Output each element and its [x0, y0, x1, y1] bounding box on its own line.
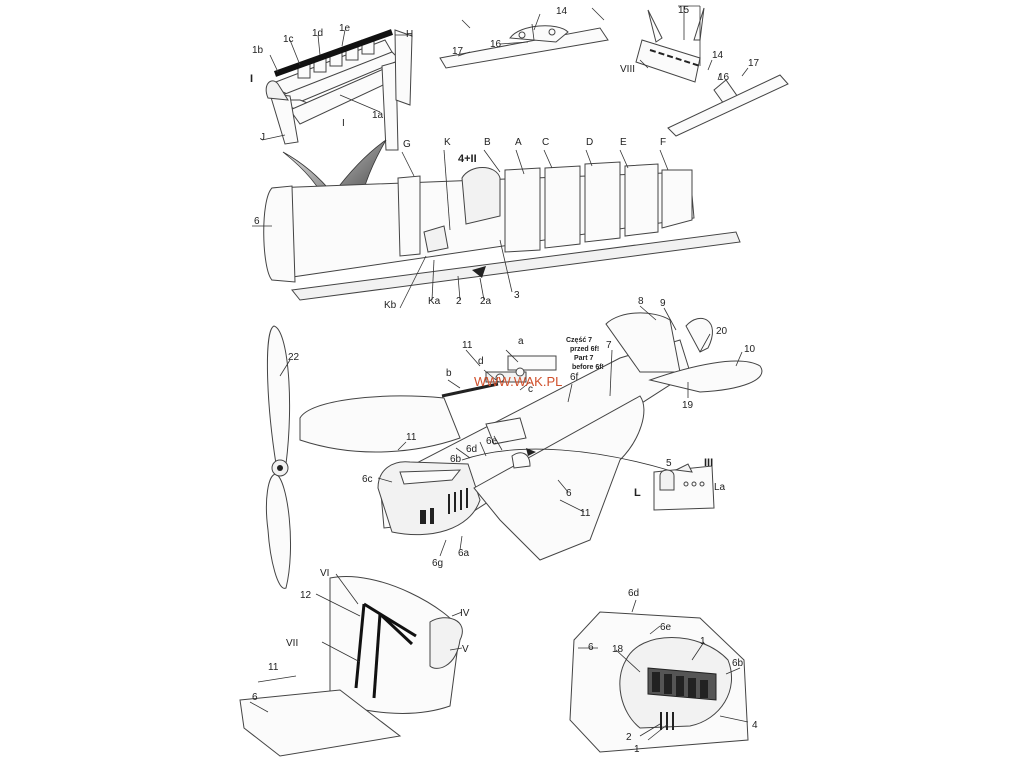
fuselage-interior: G K B A C D E F 4+II 6 Kb Ka 2 2a 3: [252, 137, 741, 311]
label-VI: VI: [320, 568, 329, 579]
label-d: d: [478, 356, 484, 367]
label-III: III: [704, 457, 713, 469]
label-2a: 2a: [480, 296, 492, 307]
label-2: 2: [456, 296, 462, 307]
panel-detail-inset: 5 III L La: [634, 457, 726, 511]
label-6-fuselage: 6: [254, 216, 260, 227]
machine-gun-parts: [441, 355, 557, 398]
label-6c: 6c: [362, 474, 373, 485]
label-3: 3: [514, 290, 520, 301]
label-F: F: [660, 137, 666, 148]
label-11-wing: 11: [406, 432, 417, 443]
label-6a: 6a: [458, 548, 470, 559]
tail-skid-part: 14 16 17: [439, 6, 609, 69]
label-20: 20: [716, 326, 728, 337]
label-10: 10: [744, 344, 756, 355]
label-16-b: 16: [718, 72, 730, 83]
label-6e-detail: 6e: [660, 622, 672, 633]
gauge-row: [273, 29, 394, 79]
detail-leader: [461, 448, 669, 471]
label-A: A: [515, 137, 522, 148]
label-4: 4: [752, 720, 758, 731]
note-line-1: Część 7: [566, 337, 592, 344]
label-6-strut: 6: [252, 692, 258, 703]
label-17: 17: [452, 46, 464, 57]
label-6-body: 6: [566, 488, 572, 499]
label-1c: 1c: [283, 34, 294, 45]
tailplane-attach: 15 14 16 17 VIII: [620, 5, 789, 137]
label-14: 14: [556, 6, 568, 17]
label-c: c: [528, 384, 533, 395]
label-V: V: [462, 644, 469, 655]
label-14-b: 14: [712, 50, 724, 61]
label-19: 19: [682, 400, 694, 411]
note-line-3: Part 7: [574, 355, 594, 362]
label-6-detail: 6: [588, 642, 594, 653]
label-b: b: [446, 368, 452, 379]
label-1e: 1e: [339, 23, 351, 34]
label-IV: IV: [460, 608, 470, 619]
label-4-II: 4+II: [458, 153, 477, 165]
label-D: D: [586, 137, 593, 148]
cowl-louvres: [420, 488, 468, 524]
label-9: 9: [660, 298, 666, 309]
label-6b: 6b: [450, 454, 462, 465]
label-C: C: [542, 137, 549, 148]
label-1-detail-b: 1: [634, 744, 640, 755]
engine-cylinders: [652, 672, 708, 698]
label-a: a: [518, 336, 524, 347]
label-J: J: [260, 132, 265, 143]
strut-detail: VI 12 IV VII V 11 6: [239, 568, 470, 757]
label-12: 12: [300, 590, 312, 601]
label-8: 8: [638, 296, 644, 307]
note-line-2: przed 6f!: [570, 346, 599, 353]
label-VII: VII: [286, 638, 298, 649]
label-K: K: [444, 137, 451, 148]
label-1-detail: 1: [700, 636, 706, 647]
bulkhead-set: [397, 161, 693, 257]
label-7: 7: [606, 340, 612, 351]
label-L: L: [634, 487, 641, 499]
note-line-4: before 6f!: [572, 364, 604, 371]
label-11-strut: 11: [268, 662, 279, 673]
label-1b: 1b: [252, 45, 264, 56]
label-18: 18: [612, 644, 624, 655]
label-H: H: [406, 29, 413, 40]
watermark: WWW.WAK.PL: [474, 374, 562, 389]
label-16: 16: [490, 39, 502, 50]
label-I-roman: I: [250, 73, 253, 85]
label-6g: 6g: [432, 558, 443, 569]
label-VIII: VIII: [620, 64, 635, 75]
label-5: 5: [666, 458, 672, 469]
propeller: 22: [265, 325, 300, 589]
label-6d: 6d: [466, 444, 477, 455]
label-G: G: [403, 139, 411, 150]
label-La: La: [714, 482, 726, 493]
label-E: E: [620, 137, 627, 148]
instrument-bench-assembly: 1b 1c 1d 1e H I I 1a J: [250, 23, 413, 151]
label-6b-detail: 6b: [732, 658, 744, 669]
label-22: 22: [288, 352, 300, 363]
label-6e: 6e: [486, 436, 498, 447]
label-15: 15: [678, 5, 690, 16]
label-11-lower: 11: [580, 508, 591, 519]
label-B: B: [484, 137, 491, 148]
label-1d: 1d: [312, 28, 323, 39]
label-I: I: [342, 118, 345, 129]
label-1a: 1a: [372, 110, 384, 121]
label-6d-detail: 6d: [628, 588, 639, 599]
label-6f: 6f: [570, 372, 579, 383]
main-aircraft: 11 a d b c 8 9 20 10 7 19 6f Część 7 prz…: [299, 296, 763, 569]
label-17-b: 17: [748, 58, 760, 69]
cowling-detail: 6d 6e 18 6 1 6b 4 2 1: [569, 588, 758, 755]
label-11-gun: 11: [462, 340, 473, 351]
label-Ka: Ka: [428, 296, 441, 307]
label-Kb: Kb: [384, 300, 397, 311]
seat: [461, 167, 501, 225]
label-2-detail: 2: [626, 732, 632, 743]
